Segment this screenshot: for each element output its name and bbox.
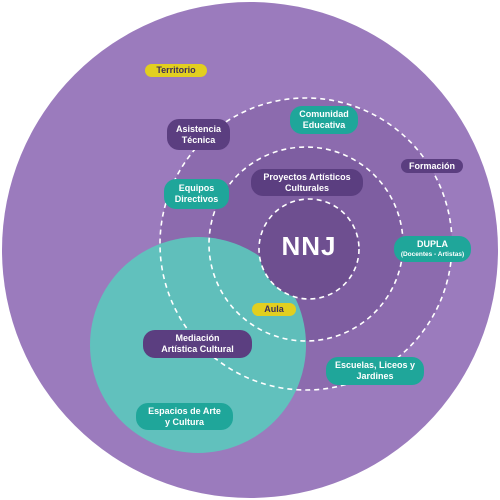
core-circle bbox=[259, 199, 359, 299]
espacios-arte-pill: Espacios de Arte y Cultura bbox=[136, 403, 233, 430]
proyectos-artisticos-label: Proyectos Artísticos Culturales bbox=[263, 171, 351, 193]
mediacion-artistica-label: Mediación Artística Cultural bbox=[161, 333, 234, 354]
equipos-directivos-label: Equipos Directivos bbox=[174, 183, 219, 204]
comunidad-educativa-label: Comunidad Educativa bbox=[299, 109, 349, 130]
dupla-sub-label: (Docentes - Artistas) bbox=[400, 250, 465, 258]
mediacion-artistica-pill: Mediación Artística Cultural bbox=[143, 330, 252, 358]
escuelas-liceos-label: Escuelas, Liceos y Jardines bbox=[334, 360, 416, 381]
escuelas-liceos-pill: Escuelas, Liceos y Jardines bbox=[326, 357, 424, 385]
dupla-label: DUPLA bbox=[417, 239, 448, 250]
formacion-label: Formación bbox=[408, 160, 455, 171]
aula-label: Aula bbox=[264, 304, 284, 315]
formacion-pill: Formación bbox=[401, 159, 463, 173]
espacios-arte-label: Espacios de Arte y Cultura bbox=[148, 405, 221, 427]
equipos-directivos-pill: Equipos Directivos bbox=[164, 179, 229, 209]
proyectos-artisticos-pill: Proyectos Artísticos Culturales bbox=[251, 169, 363, 196]
inner-dashed-ring bbox=[258, 198, 360, 300]
asistencia-tecnica-label: Asistencia Técnica bbox=[175, 123, 222, 145]
aula-pill: Aula bbox=[252, 303, 296, 316]
territorio-pill: Territorio bbox=[145, 64, 207, 77]
territorio-label: Territorio bbox=[156, 65, 196, 76]
core-label: NNJ bbox=[281, 231, 337, 261]
comunidad-educativa-pill: Comunidad Educativa bbox=[290, 106, 358, 134]
dupla-pill: DUPLA (Docentes - Artistas) bbox=[394, 236, 471, 262]
asistencia-tecnica-pill: Asistencia Técnica bbox=[167, 119, 230, 150]
